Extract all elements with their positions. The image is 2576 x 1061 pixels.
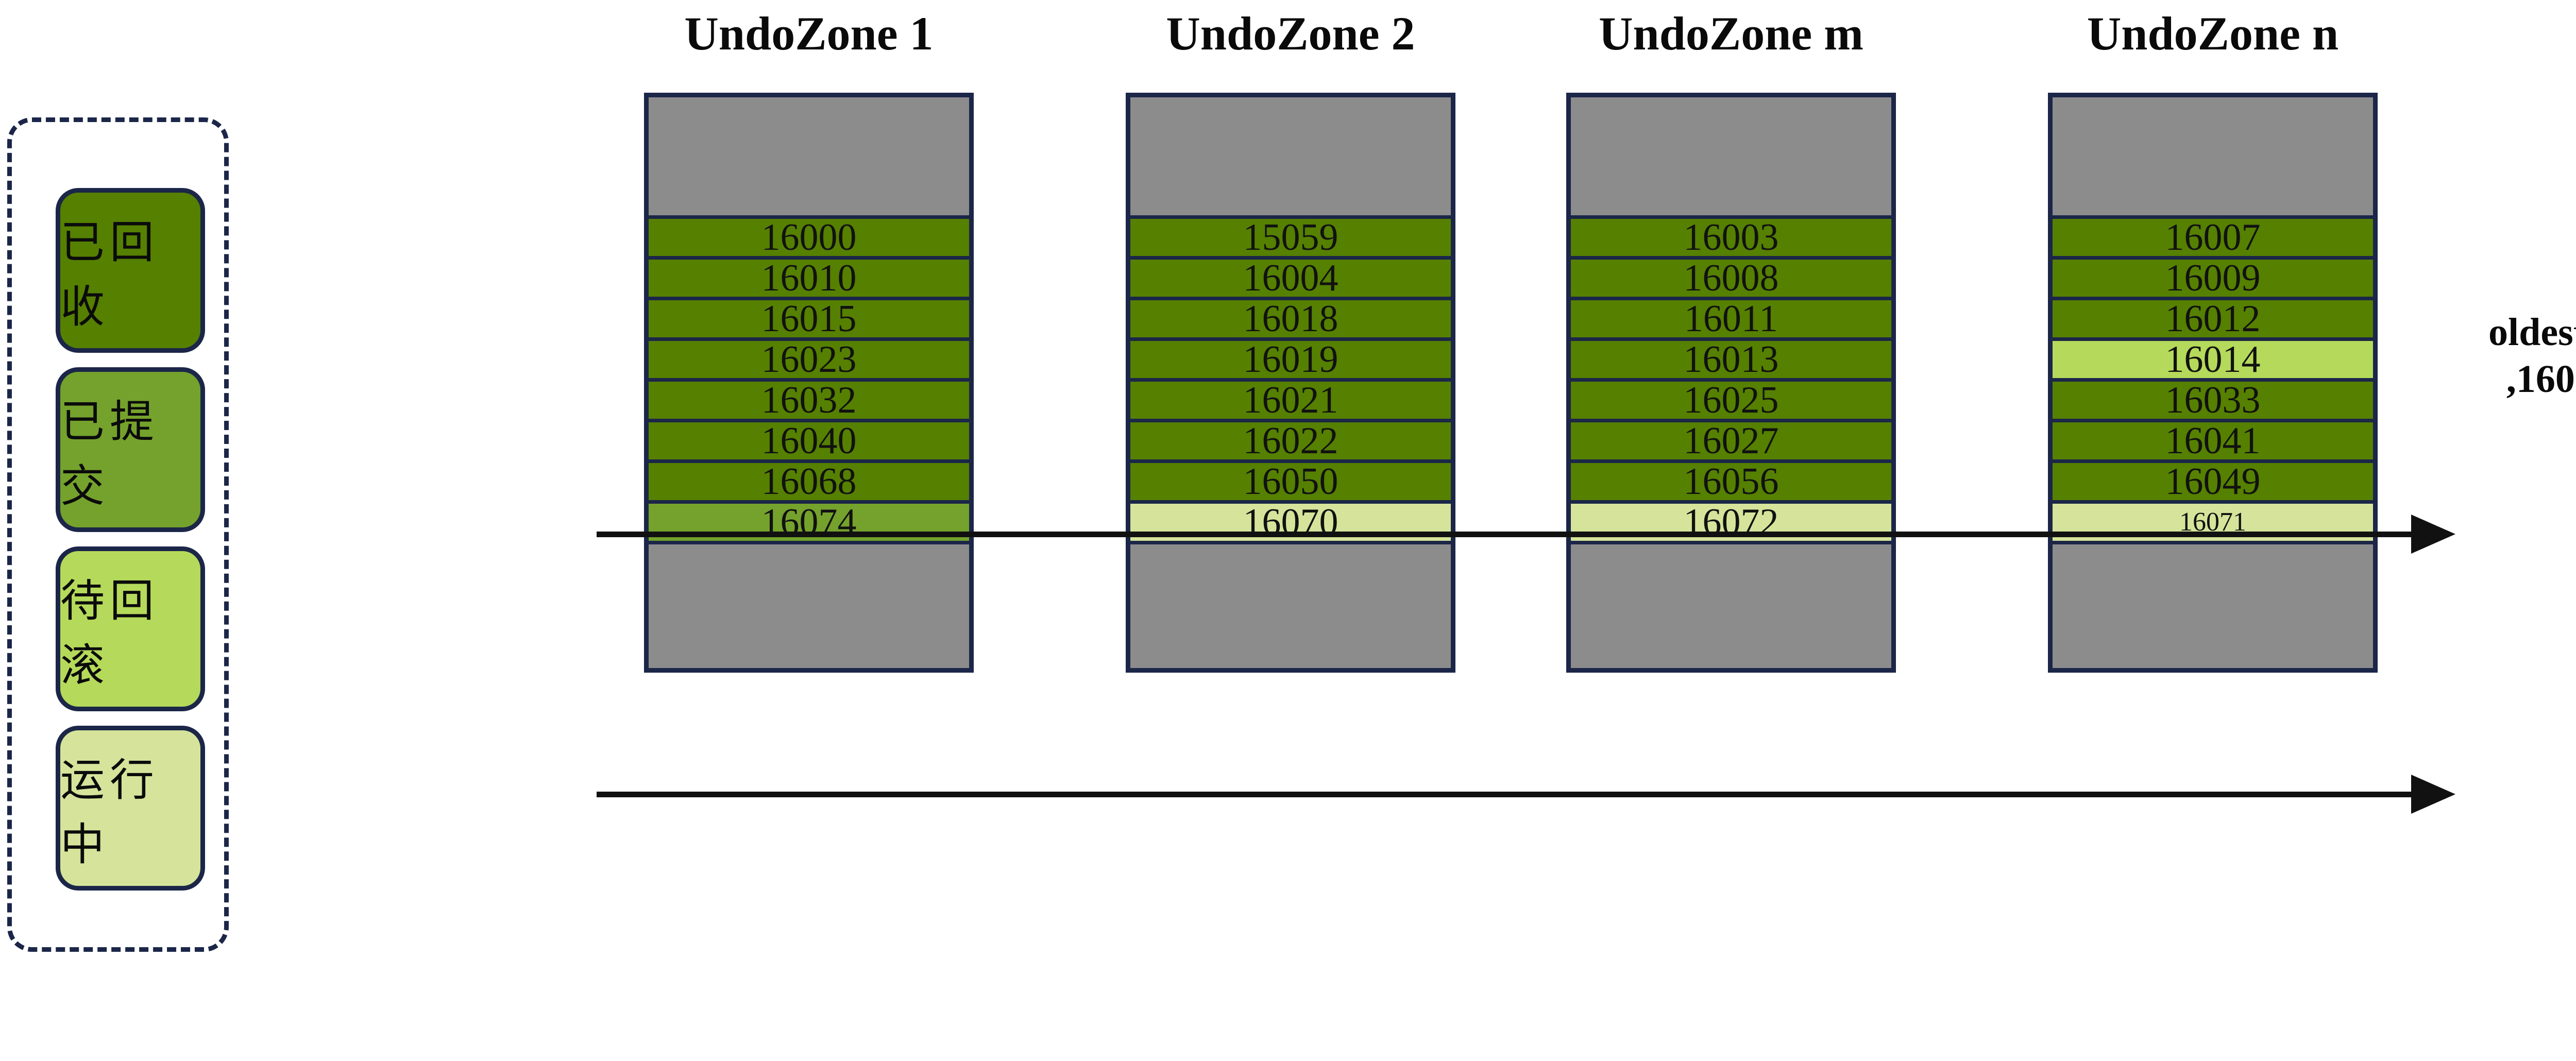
undo-zone-title: UndoZone 1 bbox=[684, 7, 934, 60]
undo-record-cell: 16074 bbox=[649, 503, 969, 544]
undo-record-cell: 16014 bbox=[2053, 340, 2373, 382]
undo-record-cell: 16027 bbox=[1571, 422, 1891, 463]
undo-record-cell: 15059 bbox=[1130, 218, 1451, 260]
undo-record-cell: 16012 bbox=[2053, 300, 2373, 341]
legend-item-pending-rollback: 待回滚 bbox=[56, 546, 205, 711]
legend-item-label: 已提交 bbox=[60, 396, 159, 512]
legend-item-label: 运行中 bbox=[60, 755, 159, 870]
undo-record-cell: 16022 bbox=[1130, 422, 1451, 463]
undo-record-cell: 16056 bbox=[1571, 463, 1891, 504]
undo-record-cell: 16068 bbox=[649, 463, 969, 504]
undo-record-cell: 16008 bbox=[1571, 259, 1891, 300]
legend-panel: 已回收 已提交 待回滚 运行中 bbox=[7, 117, 229, 952]
undo-record-cell: 16015 bbox=[649, 300, 969, 341]
undo-record-cell: 16019 bbox=[1130, 340, 1451, 382]
undo-zone-title: UndoZone 2 bbox=[1166, 7, 1415, 60]
undo-record-cell: 16023 bbox=[649, 340, 969, 382]
undo-record-cell: 16009 bbox=[2053, 259, 2373, 300]
undo-zone-free-space-bottom bbox=[1571, 544, 1891, 668]
undo-record-cell: 16071 bbox=[2053, 504, 2373, 544]
undo-record-cell: 16021 bbox=[1130, 381, 1451, 422]
oldest-xid-in-undo-annotation: oldestXidInUndo=Min{16069,16021,... ,160… bbox=[2488, 311, 2576, 401]
undo-record-cell: 16032 bbox=[649, 381, 969, 422]
undo-zone-free-space-top bbox=[1130, 97, 1451, 219]
oldest-xmin-annotation: oldestXmin=16069 bbox=[2488, 757, 2576, 804]
undo-record-cell: 16004 bbox=[1130, 259, 1451, 300]
legend-item-committed: 已提交 bbox=[56, 367, 205, 532]
arrow-line bbox=[597, 792, 2415, 797]
undo-record-cell: 16049 bbox=[2053, 463, 2373, 504]
arrow-head-icon bbox=[2411, 515, 2455, 554]
undo-record-cell: 16013 bbox=[1571, 340, 1891, 382]
undo-record-cell: 16000 bbox=[649, 218, 969, 260]
legend-item-label: 已回收 bbox=[60, 217, 159, 333]
undo-record-cell: 16003 bbox=[1571, 218, 1891, 260]
undo-record-cell: 16025 bbox=[1571, 381, 1891, 422]
undo-record-cell: 16072 bbox=[1571, 503, 1891, 544]
undo-record-cell: 16050 bbox=[1130, 463, 1451, 504]
legend-item-label: 待回滚 bbox=[60, 575, 159, 691]
undo-record-cell: 16007 bbox=[2053, 218, 2373, 260]
undo-zone-free-space-top bbox=[2053, 97, 2373, 219]
arrow-head-icon bbox=[2411, 775, 2455, 814]
undo-record-cell: 16018 bbox=[1130, 300, 1451, 341]
undo-record-cell: 16033 bbox=[2053, 381, 2373, 422]
legend-item-recycled: 已回收 bbox=[56, 188, 205, 353]
arrow-line bbox=[597, 532, 2415, 537]
undo-zone-free-space-top bbox=[1571, 97, 1891, 219]
undo-zone-free-space-bottom bbox=[1130, 544, 1451, 668]
undo-record-cell: 16041 bbox=[2053, 422, 2373, 463]
undo-zone-title: UndoZone m bbox=[1599, 7, 1863, 60]
undo-zone-title: UndoZone n bbox=[2087, 7, 2339, 60]
undo-record-cell: 16070 bbox=[1130, 503, 1451, 544]
undo-zone-free-space-top bbox=[649, 97, 969, 219]
undo-record-cell: 16011 bbox=[1571, 300, 1891, 341]
undo-record-cell: 16010 bbox=[649, 259, 969, 300]
undo-zone-free-space-bottom bbox=[649, 544, 969, 668]
undo-record-cell: 16040 bbox=[649, 422, 969, 463]
legend-item-running: 运行中 bbox=[56, 726, 205, 891]
undo-zone-free-space-bottom bbox=[2053, 544, 2373, 668]
